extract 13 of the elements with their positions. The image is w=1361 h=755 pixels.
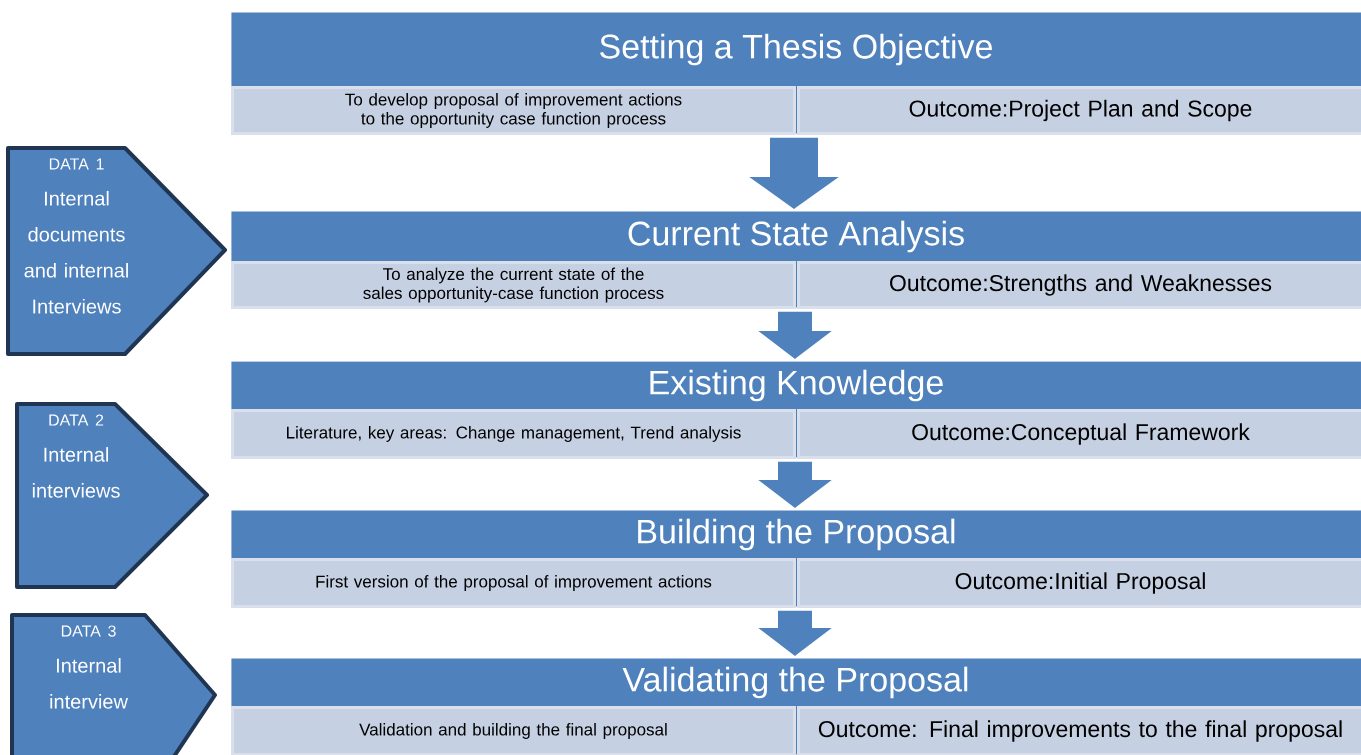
outcome-cell: Outcome:Conceptual Framework	[797, 409, 1361, 459]
outcome-cell: Outcome:Initial Proposal	[797, 558, 1361, 608]
outcome-cell: Outcome: Final improvements to the final proposal	[797, 706, 1361, 755]
description-cell: First version of the proposal of improvement actions	[231, 558, 796, 608]
description-cell: To develop proposal of improvement actions to the opportunity case function process	[231, 86, 796, 135]
description-cell: To analyze the current state of the sales opportunity-case function process	[231, 261, 796, 309]
outcome-cell: Outcome:Project Plan and Scope	[797, 86, 1361, 135]
data-pentagon: DATA 1 Internal documents and internal Interviews	[6, 146, 227, 356]
outcome-cell: Outcome:Strengths and Weaknesses	[797, 261, 1361, 309]
data-pentagon: DATA 3 Internal interview	[10, 613, 217, 755]
description-cell: Validation and building the final proposal	[231, 706, 796, 755]
data-pentagon: DATA 2 Internal interviews	[15, 402, 209, 589]
description-cell: Literature, key areas: Change management, Trend analysis	[231, 409, 796, 459]
